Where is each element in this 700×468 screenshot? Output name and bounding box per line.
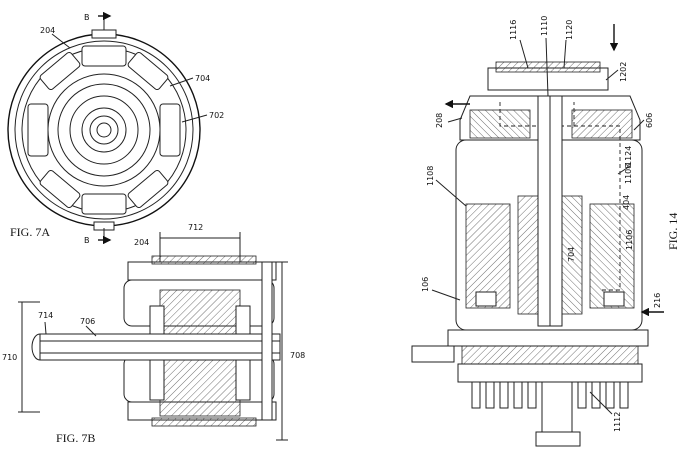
magnet-segments	[27, 45, 181, 215]
fig-7a-drawing	[7, 11, 208, 245]
label-702: 702	[209, 111, 224, 120]
label-1202: 1202	[619, 62, 628, 82]
label-1112: 1112	[613, 412, 622, 432]
label-708: 708	[290, 351, 305, 360]
label-106: 106	[421, 277, 430, 292]
label-704-14: 704	[567, 247, 576, 262]
label-204-7b: 204	[134, 238, 149, 247]
fig-14-drawing	[411, 24, 664, 447]
section-marker-bottom: B	[84, 236, 90, 245]
label-1108-left: 1108	[426, 166, 435, 186]
label-1106: 1106	[625, 230, 634, 250]
heat-sink-fins	[471, 381, 629, 409]
label-606: 606	[645, 113, 654, 128]
label-704-7a: 704	[195, 74, 210, 83]
section-marker-top: B	[84, 13, 90, 22]
caption-fig-14: FIG. 14	[666, 213, 680, 250]
label-710: 710	[2, 353, 17, 362]
label-404: 404	[622, 195, 631, 210]
label-216: 216	[653, 293, 662, 308]
label-204-7a: 204	[40, 26, 55, 35]
label-706: 706	[80, 317, 95, 326]
label-714: 714	[38, 311, 53, 320]
caption-fig-7a: FIG. 7A	[10, 225, 50, 239]
fig-7b-drawing	[18, 232, 288, 441]
label-1116: 1116	[509, 20, 518, 40]
label-1124: 1124	[624, 146, 633, 166]
label-208: 208	[435, 113, 444, 128]
label-712: 712	[188, 223, 203, 232]
label-1108-right: 1108	[624, 164, 633, 184]
label-1120: 1120	[565, 20, 574, 40]
caption-fig-7b: FIG. 7B	[56, 431, 95, 445]
label-1110: 1110	[540, 16, 549, 36]
